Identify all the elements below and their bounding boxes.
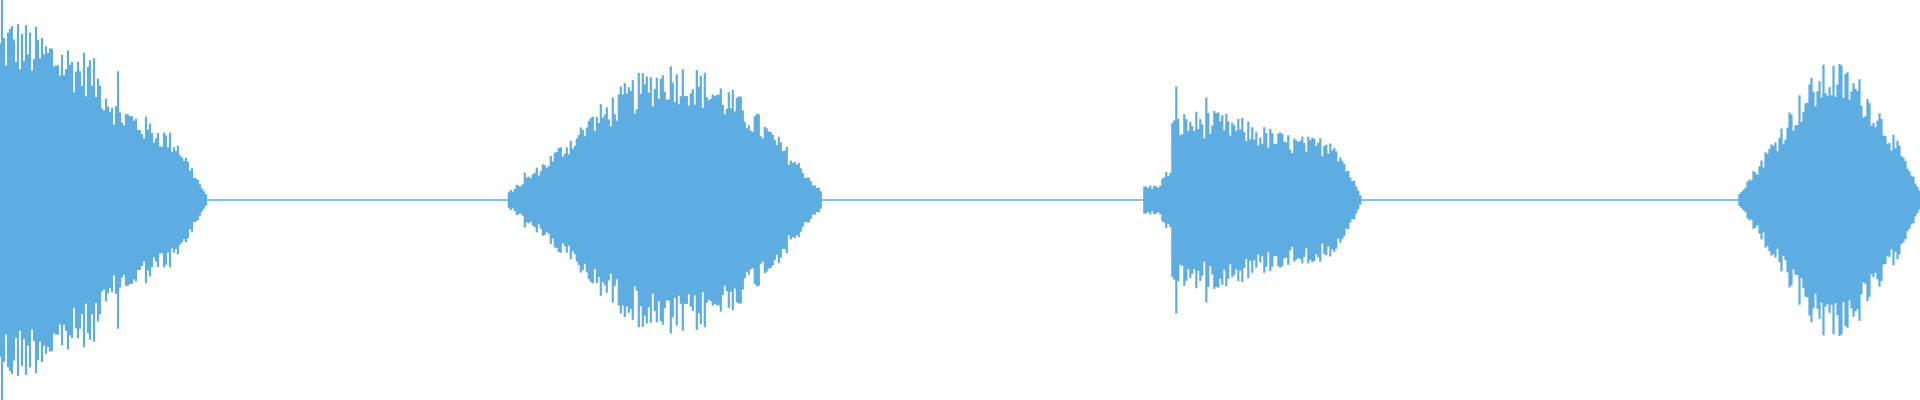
audio-waveform-view[interactable] [0, 0, 1920, 400]
waveform-canvas[interactable] [0, 0, 1920, 400]
waveform-path [0, 0, 1920, 400]
